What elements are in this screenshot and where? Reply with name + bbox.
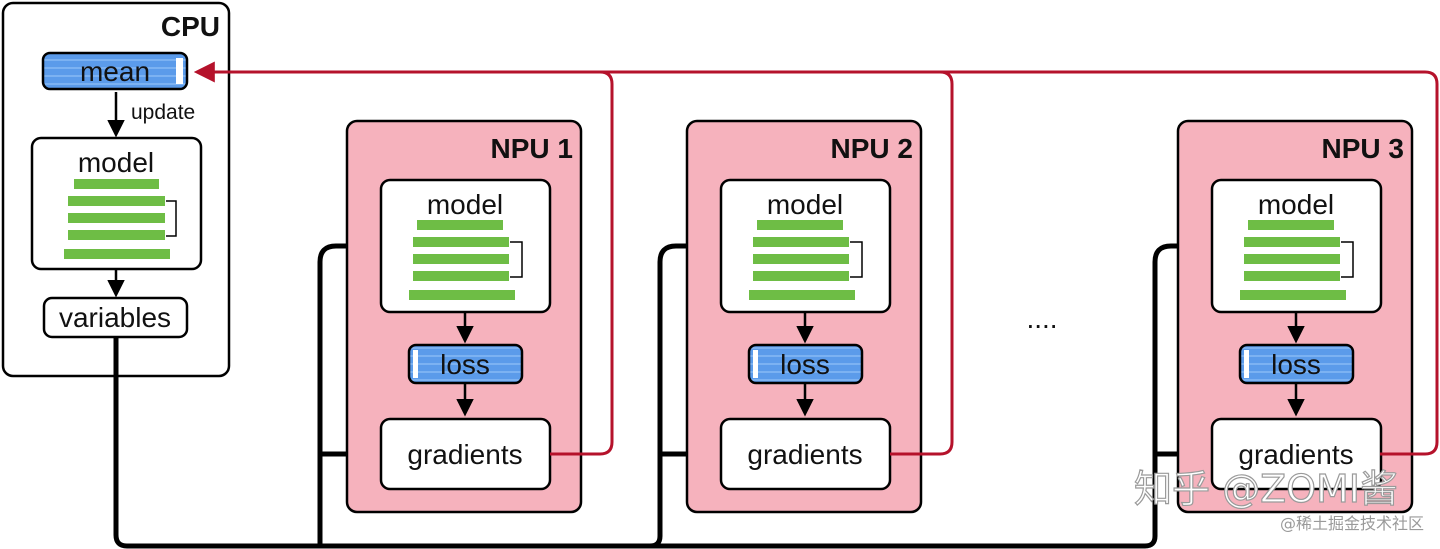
npu-2-title: NPU 2 (831, 133, 913, 164)
npu-1-loss-label: loss (440, 349, 490, 380)
ellipsis: .... (1026, 303, 1057, 334)
npu-3-gradients-box[interactable]: gradients (1210, 417, 1383, 491)
npu-1-loss-box[interactable]: loss (407, 343, 524, 385)
npu-3-model-label: model (1258, 189, 1334, 220)
npu-1-title: NPU 1 (491, 133, 573, 164)
npu-1-gradients-box[interactable]: gradients (379, 417, 552, 491)
npu-2-panel: NPU 2 model loss gradients (685, 119, 923, 514)
gradient-return-lines (193, 61, 1439, 456)
npu-2-layer-stack (749, 220, 863, 300)
npu-2-model-label: model (767, 189, 843, 220)
npu-3-layer-stack (1240, 220, 1354, 300)
npu-2-loss-box[interactable]: loss (747, 343, 864, 385)
npu-1-gradients-label: gradients (407, 439, 522, 470)
mean-label: mean (80, 56, 150, 87)
npu-3-loss-box[interactable]: loss (1238, 343, 1355, 385)
npu-3-panel: NPU 3 model loss gradients (1176, 119, 1414, 514)
npu-2-gradients-label: gradients (747, 439, 862, 470)
cpu-model-box[interactable]: model (30, 136, 203, 271)
variables-box[interactable]: variables (42, 296, 189, 339)
npu-2-loss-label: loss (780, 349, 830, 380)
variables-label: variables (59, 302, 171, 333)
npu-1-model-box[interactable]: model (379, 178, 552, 314)
watermark-sub: @稀土掘金技术社区 (1280, 514, 1424, 533)
npu-1-layer-stack (409, 220, 523, 300)
npu-3-title: NPU 3 (1322, 133, 1404, 164)
cpu-panel: CPU mean update model (1, 1, 231, 378)
npu-3-model-box[interactable]: model (1210, 178, 1383, 314)
npu-1-panel: NPU 1 model loss gradients (345, 119, 583, 514)
variables-distribution-lines (113, 243, 1206, 549)
npu-3-loss-label: loss (1271, 349, 1321, 380)
mean-box[interactable]: mean (41, 51, 189, 91)
npu-panels: NPU 1 model loss gradients NPU 2 model loss gra… (345, 119, 1414, 514)
npu-3-gradients-label: gradients (1238, 439, 1353, 470)
cpu-title: CPU (161, 11, 220, 42)
npu-2-model-box[interactable]: model (719, 178, 892, 314)
watermark-main: 知乎 @ZOMI酱 (1134, 467, 1398, 511)
npu-2-gradients-box[interactable]: gradients (719, 417, 892, 491)
update-label: update (131, 101, 195, 124)
npu-1-model-label: model (427, 189, 503, 220)
cpu-model-label: model (78, 147, 154, 178)
cpu-layer-stack (64, 179, 177, 259)
